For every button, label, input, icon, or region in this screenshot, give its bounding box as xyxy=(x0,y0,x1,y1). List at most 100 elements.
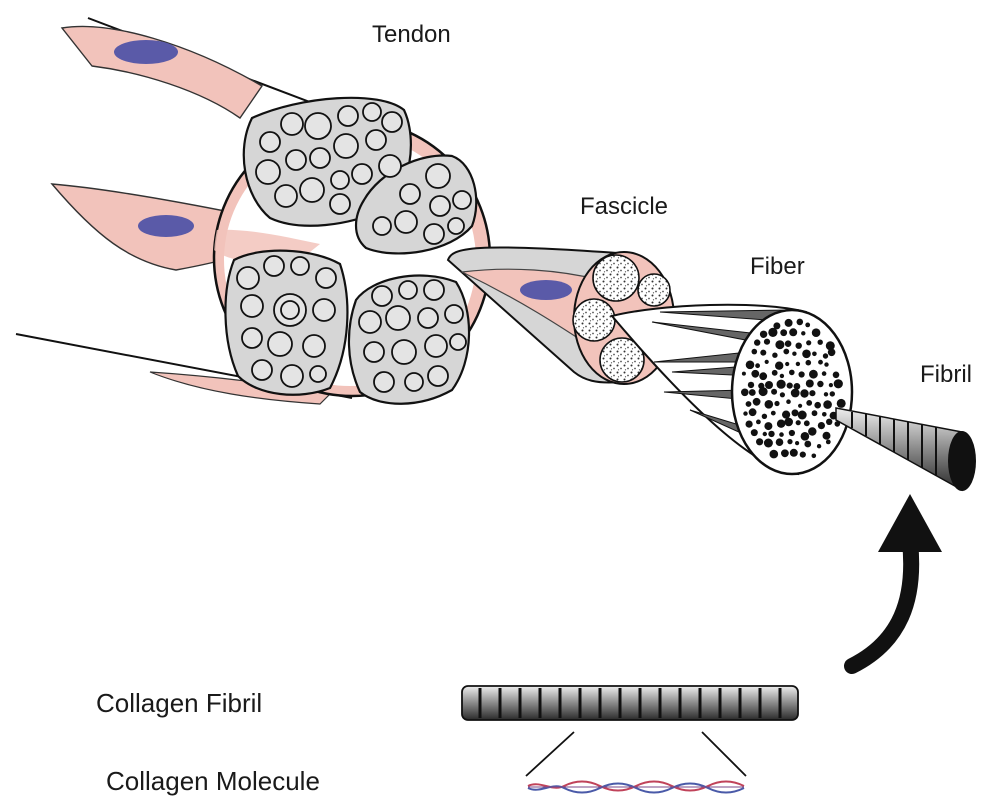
fibril-dot xyxy=(780,392,785,397)
fibril-dot xyxy=(826,440,831,445)
fibril-dot xyxy=(801,331,805,335)
fibril-dot xyxy=(806,400,812,406)
label-fascicle: Fascicle xyxy=(580,193,668,220)
fibril-dot xyxy=(746,361,755,370)
collagen-fibril xyxy=(462,686,798,776)
label-fiber: Fiber xyxy=(750,253,805,280)
fibril-dot xyxy=(759,387,768,396)
fibril-dot xyxy=(789,328,797,336)
fibril-dot xyxy=(743,411,747,415)
fiber-circle xyxy=(425,335,447,357)
fibril-dot xyxy=(818,340,823,345)
fibril-dot xyxy=(817,444,821,448)
fiber-circle xyxy=(275,185,297,207)
fibril-dot xyxy=(742,372,746,376)
fibril-cone xyxy=(836,408,962,490)
fiber-circle xyxy=(305,113,331,139)
fibril-dot xyxy=(755,363,760,368)
fibril-dot xyxy=(806,340,811,345)
fiber-circle xyxy=(281,365,303,387)
fibril-dot xyxy=(804,441,811,448)
fiber-circle xyxy=(281,301,299,319)
fiber-circle xyxy=(372,286,392,306)
fibril-dot xyxy=(777,380,786,389)
fibril-dot xyxy=(752,349,758,355)
fibril-dot xyxy=(829,383,833,387)
fiber-circle xyxy=(430,196,450,216)
fibril-dot xyxy=(771,389,777,395)
fiber-circle xyxy=(352,164,372,184)
fibril-dot xyxy=(812,352,817,357)
fiber-circle xyxy=(373,217,391,235)
fibril-dot xyxy=(785,340,792,347)
fiber-circle xyxy=(448,218,464,234)
fiber-circle xyxy=(392,340,416,364)
fibril-dot xyxy=(798,411,807,420)
fiber-circle xyxy=(252,360,272,380)
fibril-dot xyxy=(806,380,814,388)
fibril-dot xyxy=(796,343,802,349)
fibril-dot xyxy=(828,349,836,357)
fibril-dot xyxy=(754,339,760,345)
fiber-circle xyxy=(338,106,358,126)
fiber-circle xyxy=(313,299,335,321)
fiber-circle xyxy=(399,281,417,299)
fibril-dot xyxy=(781,449,789,457)
fibril-dot xyxy=(817,381,823,387)
fiber-circle xyxy=(310,148,330,168)
fibril-dot xyxy=(786,399,791,404)
fiber-circle xyxy=(395,211,417,233)
fibril-dot xyxy=(796,420,801,425)
fibril-dot xyxy=(804,420,810,426)
fiber-circle xyxy=(382,112,402,132)
fibril-dot xyxy=(792,352,796,356)
fibril-dot xyxy=(772,353,777,358)
fibril-dot xyxy=(824,392,828,396)
fibril-dot xyxy=(765,400,774,409)
fibril-dot xyxy=(822,371,827,376)
fibril-dot xyxy=(812,454,817,459)
fibril-dot xyxy=(756,420,761,425)
fibril-dot xyxy=(808,427,816,435)
fiber-circle xyxy=(400,184,420,204)
fibril-dot xyxy=(763,432,767,436)
fiber-circle xyxy=(428,366,448,386)
fiber-circle xyxy=(334,134,358,158)
fiber xyxy=(612,305,852,474)
fiber-circle xyxy=(316,268,336,288)
fibril-dot xyxy=(765,360,769,364)
fiber-circle xyxy=(363,103,381,121)
fiber-circle xyxy=(286,150,306,170)
fibril-dot xyxy=(780,374,784,378)
label-collagen-molecule: Collagen Molecule xyxy=(106,766,320,796)
fiber-circle xyxy=(291,257,309,275)
fibril-dot xyxy=(789,430,795,436)
fibril-dot xyxy=(800,452,806,458)
fibril-dot xyxy=(802,350,811,359)
fiber-circle xyxy=(237,267,259,289)
fibril-dot xyxy=(833,372,840,379)
fibril-dot xyxy=(764,422,772,430)
fibril-dot xyxy=(741,389,749,397)
fibril-dot xyxy=(801,432,810,441)
fiber-circle xyxy=(379,155,401,177)
fiber-circle xyxy=(424,280,444,300)
fibril-dot xyxy=(774,401,779,406)
fiber-circle xyxy=(268,332,292,356)
fibril-dot xyxy=(809,370,818,379)
fibril-dot xyxy=(784,418,793,427)
fiber-circle xyxy=(364,342,384,362)
fiber-circle xyxy=(445,305,463,323)
fibril-dot xyxy=(789,370,795,376)
fibril-dot xyxy=(765,381,773,389)
tenocyte-cell xyxy=(62,26,262,118)
fibril-dot xyxy=(779,432,784,437)
fiber-circle xyxy=(241,295,263,317)
fibril-dot xyxy=(818,422,825,429)
fibril xyxy=(836,408,976,491)
fiber-circle xyxy=(331,171,349,189)
fibril-dot xyxy=(787,383,793,389)
fiber-circle xyxy=(386,306,410,330)
nucleus xyxy=(114,40,178,64)
fibril-dot xyxy=(780,329,787,336)
